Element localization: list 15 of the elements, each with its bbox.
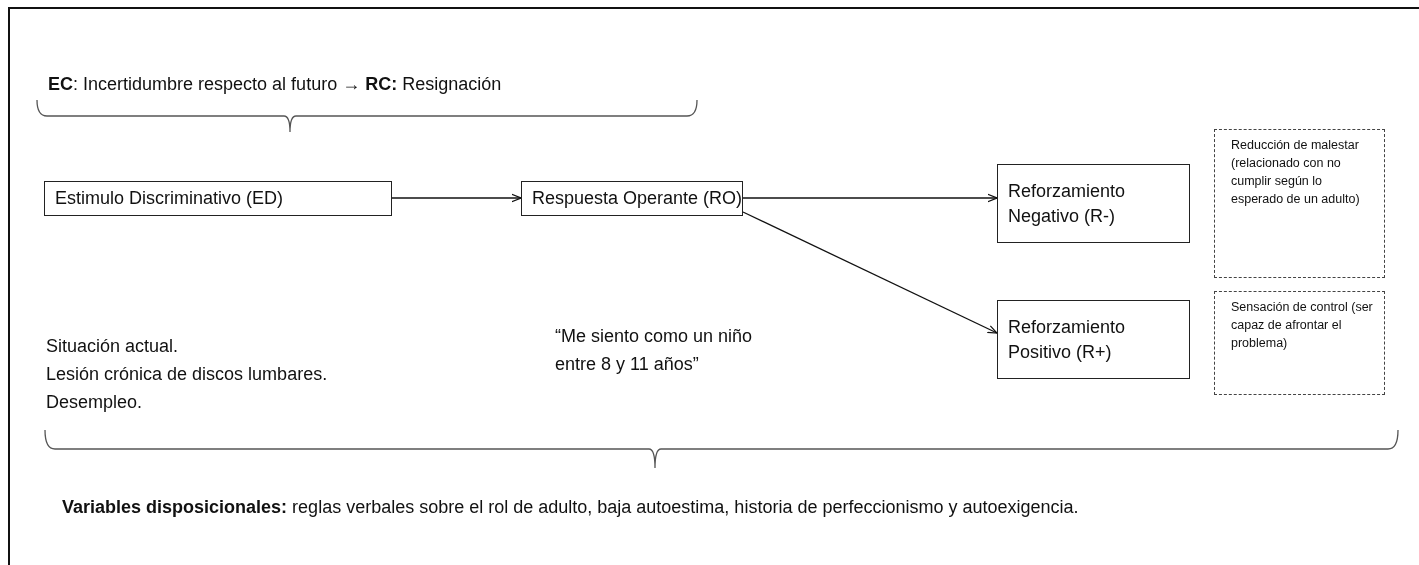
process-box: Reforzamiento Positivo (R+) xyxy=(997,300,1190,379)
note-text: Variables disposicionales: reglas verbales sobre el rol de adulto, baja autoestima, historia de perfeccionismo y autoexigencia. xyxy=(62,496,1079,519)
note-text: EC: Incertidumbre respecto al futuro → RC: Resignación xyxy=(48,73,502,96)
note-text: “Me siento como un niño entre 8 y 11 años” xyxy=(555,325,754,376)
note-text: Desempleo. xyxy=(46,391,143,414)
dashed-note-box: Sensación de control (ser capaz de afrontar el problema) xyxy=(1214,291,1385,395)
process-box: Respuesta Operante (RO) xyxy=(521,181,743,216)
arrow xyxy=(742,211,998,334)
arrow xyxy=(742,193,998,203)
process-box: Estimulo Discriminativo (ED) xyxy=(44,181,392,216)
arrow xyxy=(391,193,522,203)
process-box: Reforzamiento Negativo (R-) xyxy=(997,164,1190,243)
note-text: Situación actual. xyxy=(46,335,179,358)
note-text: Lesión crónica de discos lumbares. xyxy=(46,363,328,386)
dashed-note-box: Reducción de malestar (relacionado con no cumplir según lo esperado de un adulto) xyxy=(1214,129,1385,278)
